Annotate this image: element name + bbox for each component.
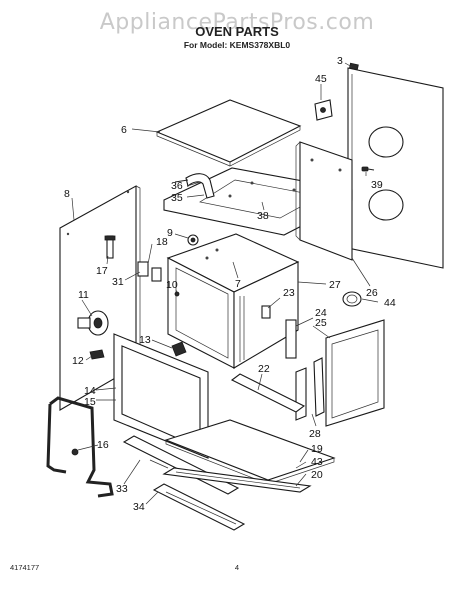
- part-door-hinge: [295, 357, 325, 421]
- callout-7: 7: [235, 278, 241, 290]
- callout-38: 38: [257, 210, 269, 222]
- part-switch: [137, 261, 162, 282]
- callout-17: 17: [96, 265, 108, 277]
- callout-3: 3: [337, 55, 343, 67]
- callout-18: 18: [156, 236, 168, 248]
- part-motor-assembly: [77, 310, 109, 336]
- callout-44: 44: [384, 297, 396, 309]
- callout-43: 43: [311, 456, 323, 468]
- part-inner-door-frame: [285, 319, 385, 427]
- callout-labels: 3 45 6 36 35 39 38 8 9 18 17 31 7 27 26 …: [64, 55, 396, 513]
- callout-8: 8: [64, 188, 70, 200]
- part-door-seal: [46, 396, 114, 498]
- diagram-title: OVEN PARTS: [195, 24, 279, 39]
- part-kick-plate: [152, 483, 246, 531]
- callout-9: 9: [167, 227, 173, 239]
- callout-11: 11: [78, 289, 89, 301]
- callout-6: 6: [121, 124, 127, 136]
- part-gasket-ring: [342, 291, 362, 307]
- part-front-frame: [113, 333, 209, 459]
- callout-14: 14: [84, 385, 96, 397]
- part-drawer-front: [162, 467, 312, 493]
- part-top-panel: [155, 99, 302, 167]
- footer-page-number: 4: [235, 563, 239, 572]
- callout-36: 36: [171, 180, 183, 192]
- callout-24: 24: [315, 307, 327, 319]
- callout-25: 25: [315, 317, 327, 329]
- callout-20: 20: [311, 469, 323, 481]
- part-hinge-bracket: [104, 235, 116, 259]
- callout-39: 39: [371, 179, 383, 191]
- callout-10: 10: [166, 279, 178, 291]
- part-thermostat: [187, 234, 199, 246]
- callout-26: 26: [366, 287, 378, 299]
- part-clip-13: [171, 341, 187, 357]
- callout-28: 28: [309, 428, 321, 440]
- callout-19: 19: [311, 443, 323, 455]
- part-label-23: [261, 305, 271, 319]
- callout-45: 45: [315, 73, 327, 85]
- callout-31: 31: [112, 276, 124, 288]
- model-subtitle: For Model: KEMS378XBL0: [184, 40, 291, 50]
- part-right-side-panel: [295, 141, 353, 261]
- callout-23: 23: [283, 287, 295, 299]
- part-sensor-tube: [174, 173, 215, 199]
- callout-15: 15: [84, 396, 96, 408]
- part-pin-10: [174, 291, 180, 297]
- callout-22: 22: [258, 363, 270, 375]
- part-rail: [230, 373, 306, 413]
- footer-part-number: 4174177: [10, 563, 39, 572]
- callout-27: 27: [329, 279, 341, 291]
- callout-16: 16: [97, 439, 109, 451]
- watermark: AppliancePartsPros.com: [100, 10, 375, 35]
- leader-lines: [71, 62, 379, 505]
- callout-13: 13: [139, 334, 151, 346]
- part-oven-liner: [166, 233, 300, 369]
- callout-12: 12: [72, 355, 84, 367]
- part-bracket-45: [314, 99, 333, 121]
- callout-34: 34: [133, 501, 145, 513]
- part-screw-39: [361, 166, 375, 172]
- callout-35: 35: [171, 192, 183, 204]
- part-rear-panel: [347, 62, 444, 269]
- part-clip-12: [89, 349, 105, 360]
- callout-33: 33: [116, 483, 128, 495]
